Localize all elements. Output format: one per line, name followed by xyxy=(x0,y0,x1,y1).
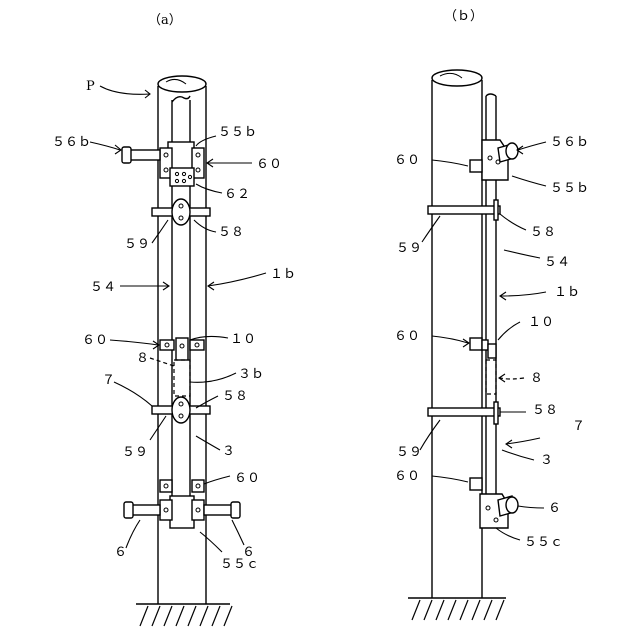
label-60-top: ６０ xyxy=(256,157,282,172)
label-55b: ５５ｂ xyxy=(218,125,257,140)
panel-b-caption: （ｂ） xyxy=(444,9,483,24)
label-1b: １ｂ xyxy=(270,267,296,282)
label-59-top: ５９ xyxy=(124,237,150,252)
label-3-b: ３ xyxy=(540,453,553,468)
label-56b: ５６ｂ xyxy=(52,135,91,150)
label-54: ５４ xyxy=(90,280,116,295)
mid-bracket-a xyxy=(160,338,204,396)
top-bracket-b xyxy=(470,140,518,180)
ground-a xyxy=(136,604,232,626)
label-3b: ３ｂ xyxy=(238,367,264,382)
bottom-bracket-a xyxy=(124,480,240,528)
label-58-top-b: ５８ xyxy=(530,225,556,240)
label-1b-b: １ｂ xyxy=(554,285,580,300)
label-60-bot-b: ６０ xyxy=(394,469,420,484)
label-10: １０ xyxy=(230,332,256,347)
pole-b xyxy=(432,70,482,598)
label-58-mid: ５８ xyxy=(222,389,248,404)
label-59-mid: ５９ xyxy=(122,445,148,460)
label-7: ７ xyxy=(102,373,115,388)
panel-b: （ｂ） xyxy=(394,9,589,620)
label-10-b: １０ xyxy=(528,315,554,330)
label-55c-b: ５５ｃ xyxy=(524,535,563,550)
band-mid-a xyxy=(152,397,210,423)
label-55b-b: ５５ｂ xyxy=(550,181,589,196)
label-58-top: ５８ xyxy=(218,225,244,240)
label-3: ３ xyxy=(222,444,235,459)
label-58-mid-b: ５８ xyxy=(532,403,558,418)
bottom-bracket-b xyxy=(470,478,518,528)
label-59-mid-b: ５９ xyxy=(396,445,422,460)
label-8-b: ８ xyxy=(530,371,543,386)
mid-bracket-b xyxy=(470,338,496,394)
top-bracket-a xyxy=(122,142,204,186)
label-54-b: ５４ xyxy=(544,255,570,270)
label-59-top-b: ５９ xyxy=(396,241,422,256)
panel-a-caption: （a） xyxy=(148,13,182,28)
label-6-left: ６ xyxy=(114,545,127,560)
label-60-top-b: ６０ xyxy=(394,153,420,168)
band-top-a xyxy=(152,199,210,225)
label-60-bot: ６０ xyxy=(234,471,260,486)
ground-b xyxy=(408,598,506,620)
labels-b: ５６ｂ ６０ ５５ｂ ５８ ５９ ５４ １ｂ ６０ １０ ８ ５８ ７ ５９ ３… xyxy=(394,135,589,550)
label-8: ８ xyxy=(136,351,149,366)
label-6-b: ６ xyxy=(548,501,561,516)
label-7-b: ７ xyxy=(572,419,585,434)
label-60-mid: ６０ xyxy=(82,333,108,348)
label-56b-b: ５６ｂ xyxy=(550,135,589,150)
label-62: ６２ xyxy=(224,187,250,202)
label-55c: ５５ｃ xyxy=(220,557,259,572)
label-P: P xyxy=(86,79,95,94)
label-60-mid-b: ６０ xyxy=(394,329,420,344)
panel-a: （a） xyxy=(52,13,296,626)
